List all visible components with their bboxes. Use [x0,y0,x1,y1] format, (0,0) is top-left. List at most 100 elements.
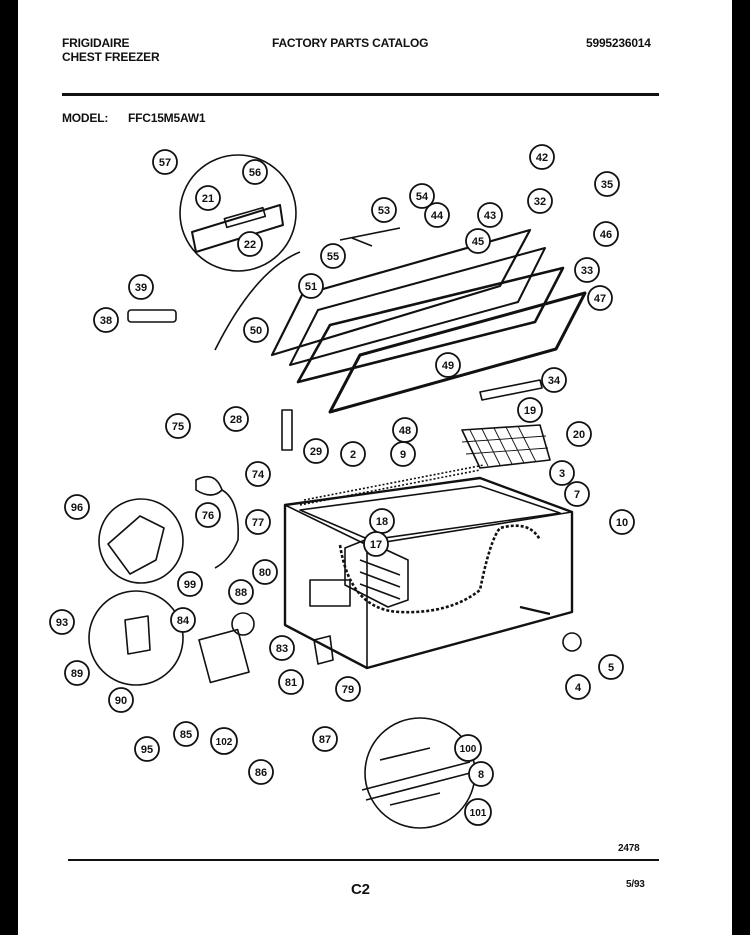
catalog-date: 5/93 [626,879,645,890]
callout-bubble [108,687,134,713]
lid-liner [289,247,546,366]
callout-99: 99 [177,571,203,597]
callout-34: 34 [541,367,567,393]
callout-number: 85 [180,729,192,741]
callout-bubble [468,761,494,787]
callout-number: 95 [141,744,153,756]
callout-number: 10 [616,517,628,529]
catalog-title: FACTORY PARTS CATALOG [272,36,429,50]
callout-55: 55 [320,243,346,269]
callout-number: 18 [376,516,388,528]
callout-number: 88 [235,587,247,599]
relay-inset [88,590,184,686]
callout-22: 22 [237,231,263,257]
callout-number: 43 [484,210,496,222]
callout-number: 7 [574,489,580,501]
label-sheets [361,747,475,806]
callout-number: 2 [350,449,356,461]
lid-outer-panel [270,228,532,357]
condenser-cover [198,628,250,684]
callout-number: 76 [202,510,214,522]
callout-bubble [527,188,553,214]
callout-bubble [195,502,221,528]
callout-number: 99 [184,579,196,591]
callout-47: 47 [587,285,613,311]
callout-bubble [566,421,592,447]
callout-number: 101 [470,808,487,819]
callout-bubble [549,460,575,486]
callout-number: 75 [172,421,184,433]
label-inset [364,717,476,829]
page-number: C2 [351,881,370,898]
callout-bubble [517,397,543,423]
callout-bubble [312,726,338,752]
catalog-part-number: 5995236014 [586,36,651,50]
wiring-block [107,515,165,575]
callout-bubble [242,159,268,185]
callout-number: 47 [594,293,606,305]
callout-45: 45 [465,228,491,254]
compressor [231,612,255,636]
callout-bubble [587,285,613,311]
callout-39: 39 [128,274,154,300]
callout-28: 28 [223,406,249,432]
callout-bubble [340,441,366,467]
callout-51: 51 [298,273,324,299]
callout-number: 80 [259,567,271,579]
callout-number: 46 [600,229,612,241]
lid-hinge-bar [339,227,401,247]
compressor-access [309,579,351,607]
callout-79: 79 [335,676,361,702]
callout-bubble [93,307,119,333]
callout-number: 77 [252,517,264,529]
callout-number: 102 [216,737,233,748]
callout-number: 54 [416,191,429,203]
model-number: FFC15M5AW1 [128,111,206,125]
callout-number: 87 [319,734,331,746]
cabinet-trim [299,464,485,506]
callout-number: 22 [244,239,256,251]
callout-number: 51 [305,281,317,293]
callout-76: 76 [195,502,221,528]
callout-56: 56 [242,159,268,185]
callout-5: 5 [598,654,624,680]
lid-handle [127,309,177,323]
callout-bubble [609,509,635,535]
liner-ribs [359,559,401,600]
callout-bubble [64,494,90,520]
callout-number: 8 [478,769,484,781]
callout-32: 32 [527,188,553,214]
callout-bubble [269,635,295,661]
callout-bubble [49,609,75,635]
callout-number: 48 [399,425,411,437]
callout-bubble [593,221,619,247]
callout-bubble [210,727,238,755]
callout-number: 19 [524,405,536,417]
callout-21: 21 [195,185,221,211]
callout-number: 34 [548,375,561,387]
divider-bar [479,379,543,401]
callout-19: 19 [517,397,543,423]
callout-bubble [223,406,249,432]
callout-number: 56 [249,167,261,179]
callout-bubble [390,441,416,467]
header-rule [62,93,659,96]
callout-number: 17 [370,539,382,551]
callout-number: 20 [573,429,585,441]
lid-gasket [296,266,565,384]
callout-bubble [465,228,491,254]
callout-bubble [454,734,482,762]
cabinet-opening [299,485,561,541]
callout-bubble [278,669,304,695]
callout-2: 2 [340,441,366,467]
callout-number: 50 [250,325,262,337]
callout-number: 83 [276,643,288,655]
drain-fitting [313,635,334,665]
callout-bubble [464,798,492,826]
hinge-bracket [281,409,293,451]
callout-bubble [128,274,154,300]
callout-bubble [564,481,590,507]
callout-bubble [64,660,90,686]
callout-number: 32 [534,196,546,208]
callout-bubble [245,509,271,535]
